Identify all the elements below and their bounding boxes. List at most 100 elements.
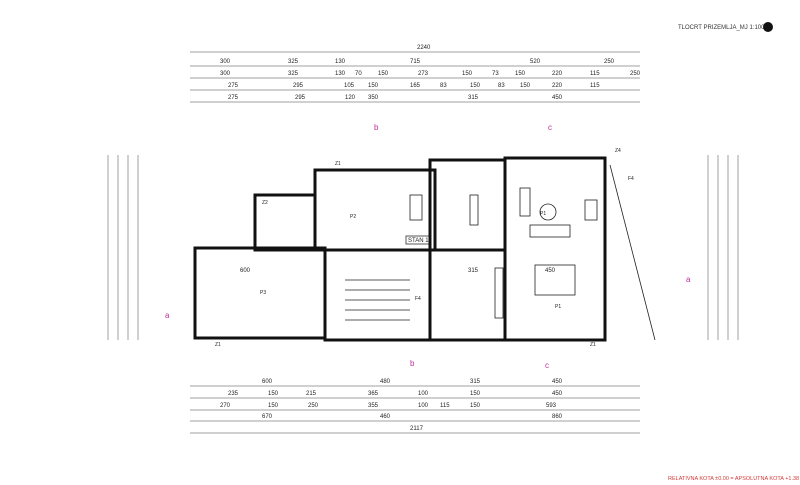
wall-tag-z1: Z1	[335, 161, 341, 167]
axis-marker-b: b	[410, 359, 415, 368]
axis-marker-b: b	[374, 123, 379, 132]
bottom-total-dim: 2117	[410, 426, 424, 432]
dimension-value: 295	[295, 95, 306, 101]
dimension-value: 220	[552, 83, 563, 89]
top-dims-row-1: 300 325 130 715 520 250	[220, 59, 615, 65]
top-dimension-lines: 2240	[190, 45, 640, 103]
dimension-value: 150	[470, 391, 481, 397]
dimension-value: 150	[268, 391, 279, 397]
room-area-right: 450	[545, 268, 556, 274]
dimension-value: 325	[288, 59, 299, 65]
dimension-value: 70	[355, 71, 362, 77]
dimension-value: 250	[604, 59, 615, 65]
wall-tag-z2: Z2	[262, 200, 268, 206]
room-tag-p3: P3	[260, 290, 266, 296]
dimension-value: 115	[440, 403, 450, 409]
dimension-value: 275	[228, 83, 239, 89]
dimension-value: 250	[630, 71, 641, 77]
bottom-dims-row-3: 270 150 250 355 100 115 150 593	[220, 403, 557, 409]
dimension-value: 150	[368, 83, 379, 89]
dimension-value: 105	[344, 83, 355, 89]
dimension-value: 83	[440, 83, 447, 89]
dimension-value: 450	[552, 379, 563, 385]
dimension-value: 450	[552, 391, 563, 397]
top-total-dim: 2240	[417, 45, 431, 51]
stan-label: STAN 1	[408, 238, 429, 244]
dimension-value: 83	[498, 83, 505, 89]
dimension-value: 150	[520, 83, 531, 89]
dimension-value: 480	[380, 379, 391, 385]
dimension-value: 150	[378, 71, 389, 77]
dimension-value: 860	[552, 414, 563, 420]
building-walls	[193, 156, 656, 342]
section-axis-markers: a a b b c c	[165, 123, 691, 370]
room-area-mid: 315	[468, 268, 479, 274]
room-labels: STAN 1 600 450 315 P3 P1 P1 P2 F4 F4 Z1 …	[215, 148, 634, 348]
dimension-value: 220	[552, 71, 563, 77]
room-tag-f4: F4	[628, 176, 634, 182]
dimension-value: 460	[380, 414, 391, 420]
dimension-value: 150	[462, 71, 473, 77]
dimension-value: 273	[418, 71, 429, 77]
dimension-value: 365	[368, 391, 379, 397]
wall-tag-z1: Z1	[215, 342, 221, 348]
dimension-value: 600	[262, 379, 273, 385]
axis-marker-c: c	[548, 123, 552, 132]
dimension-value: 115	[590, 71, 600, 77]
stan-label-box	[405, 235, 431, 245]
room-tag-f4: F4	[415, 296, 421, 302]
top-dims-row-4: 275 295 120 350 315 450	[228, 95, 563, 101]
dimension-value: 670	[262, 414, 273, 420]
dimension-value: 165	[410, 83, 421, 89]
dimension-value: 295	[293, 83, 304, 89]
dimension-value: 300	[220, 59, 231, 65]
side-dimension-lines	[107, 155, 739, 340]
wall-tag-z1: Z1	[590, 342, 596, 348]
dimension-value: 593	[546, 403, 557, 409]
bottom-dimension-lines: 2117	[190, 385, 640, 434]
bottom-dims-row-4: 670 460 860	[262, 414, 563, 420]
axis-marker-a: a	[686, 275, 691, 284]
dimension-value: 270	[220, 403, 231, 409]
dimension-value: 115	[590, 83, 600, 89]
plan-title: TLOCRT PRIZEMLJA_MJ 1:100	[678, 25, 765, 31]
bottom-dims-row-2: 235 150 215 365 100 150 450	[228, 391, 563, 397]
dimension-value: 73	[492, 71, 499, 77]
dimension-value: 520	[530, 59, 541, 65]
top-dims-row-2: 300 325 130 70 150 273 150 73 150 220 115 250	[220, 71, 641, 77]
dimension-value: 325	[288, 71, 299, 77]
dimension-value: 150	[515, 71, 526, 77]
dimension-value: 100	[418, 403, 429, 409]
dimension-value: 450	[552, 95, 563, 101]
room-tag-p1: P1	[555, 304, 561, 310]
dimension-value: 120	[345, 95, 356, 101]
dimension-value: 130	[335, 59, 346, 65]
dimension-value: 150	[268, 403, 279, 409]
north-arrow-icon	[763, 22, 773, 32]
axis-marker-a: a	[165, 311, 170, 320]
dimension-value: 715	[410, 59, 421, 65]
dimension-value: 150	[470, 83, 481, 89]
dimension-value: 350	[368, 95, 379, 101]
dimension-value: 275	[228, 95, 239, 101]
dimension-value: 235	[228, 391, 239, 397]
dimension-value: 315	[468, 95, 479, 101]
furniture	[409, 187, 598, 319]
room-tag-p2: P2	[350, 214, 356, 220]
dimension-value: 215	[306, 391, 317, 397]
dimension-value: 150	[470, 403, 481, 409]
dimension-value: 315	[470, 379, 481, 385]
room-area-left: 600	[240, 268, 251, 274]
bottom-dims-row-1: 600 480 315 450	[262, 379, 563, 385]
dimension-value: 355	[368, 403, 379, 409]
dimension-value: 130	[335, 71, 346, 77]
dimension-value: 100	[418, 391, 429, 397]
axis-marker-c: c	[545, 361, 549, 370]
top-dims-row-3: 275 295 105 150 165 83 150 83 150 220 115	[228, 83, 600, 89]
dimension-value: 300	[220, 71, 231, 77]
room-tag-p1: P1	[540, 211, 546, 217]
dimension-value: 250	[308, 403, 319, 409]
wall-tag-z4: Z4	[615, 148, 621, 154]
footer-note: RELATIVNA KOTA ±0.00 = APSOLUTNA KOTA +1…	[668, 476, 799, 482]
